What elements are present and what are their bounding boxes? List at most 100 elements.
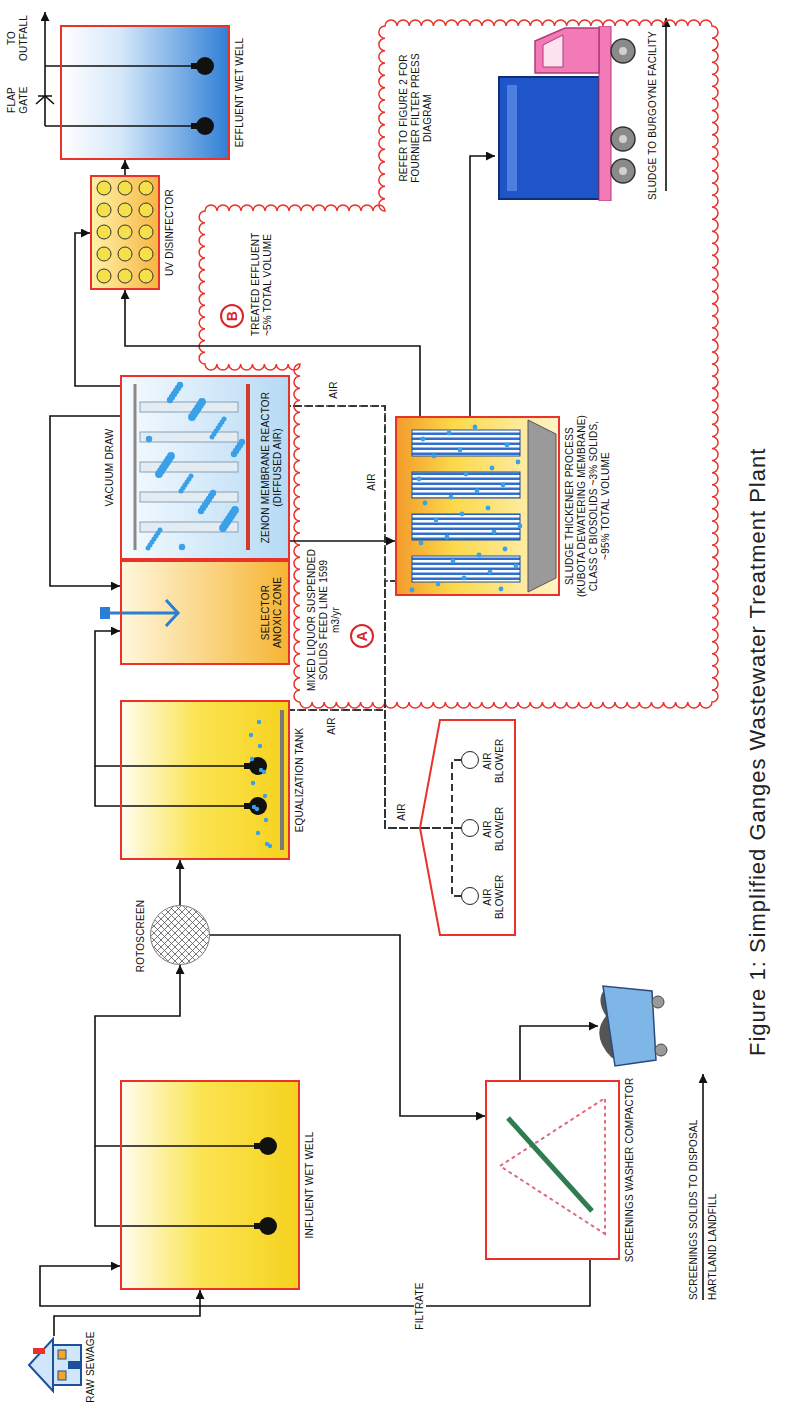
node-label: AIR BLOWER [482,875,506,919]
air-line [290,406,461,828]
wheel-hub [619,167,627,175]
air-bubble [239,439,245,445]
truck-chassis [599,26,611,201]
air-bubble [421,437,426,442]
uv-lamp [97,269,111,283]
air-bubble [231,506,239,514]
tank-fill [121,376,289,559]
pump-symbol [196,117,214,135]
uv-lamp [97,225,111,239]
node-label: ZENON MEMBRANE REACTOR (DIFFUSED AIR) [260,380,284,555]
node-label: RAW SEWAGE [85,1327,97,1407]
air-bubble [503,547,508,552]
air-line [385,581,461,828]
air-bubble [252,805,256,809]
air-bubble [464,472,469,477]
flow-pipe [290,540,395,542]
screw-shaft [508,1118,592,1211]
air-bubble [505,443,510,448]
air-bubble [222,417,227,422]
node-label: INFLUENT WET WELL [304,1080,316,1290]
air-bubble [265,842,269,846]
screw-cone [500,1098,605,1234]
sludge-thickener: SLUDGE THICKENER PROCESS (KUBOTA DEWATER… [395,416,560,596]
air-blower: AIR BLOWER [461,751,479,769]
membrane-panel [412,430,520,456]
truck-icon [495,26,645,201]
wheel-hub [619,47,627,55]
pump-discharge [120,765,252,767]
air-blower: AIR BLOWER [461,887,479,905]
air-bubble [179,544,185,550]
pump-symbol [249,797,267,815]
air-line [385,581,461,828]
callout-letter: A [352,626,372,646]
air-bubble [458,448,463,453]
air-bubble [410,588,415,593]
line-label: TREATED EFFLUENT ~5% TOTAL VOLUME [250,216,274,336]
disposal-arrow [702,1074,704,1300]
note-label: REFER TO FIGURE 2 FOR FOURNIER FILTER PR… [398,32,434,204]
flow-pipe [179,860,181,905]
air-blower: AIR BLOWER [461,819,479,837]
pump-discharge [45,125,198,127]
dumpster-bin [603,986,656,1066]
truck-wheel [611,159,635,183]
mixer-impeller [166,600,178,626]
dumpster-wheel [655,1044,667,1056]
air-bubble [419,541,424,546]
uv-lamp [139,269,153,283]
uv-lamp [139,203,153,217]
flow-pipe [75,233,120,386]
tank-fill [91,176,159,289]
air-bubble [258,744,262,748]
air-bubble [475,489,480,494]
uv-lamp [118,247,132,261]
air-bubble [492,530,497,535]
pump-symbol [249,757,267,775]
air-bubble [189,474,194,479]
node-label: EFFLUENT WET WELL [234,25,246,160]
note-label: FLAP GATE [6,78,30,122]
pump-symbol [259,1137,277,1155]
callout-letter: B [222,306,242,326]
sludge-truck: SLUDGE TO BURGOYNE FACILITY [495,26,645,201]
air-bubble [249,733,253,737]
truck-wheel [611,127,635,151]
flap-gate-symbol [36,96,54,104]
dumpster-wheel [652,996,664,1008]
air-bubble [432,454,437,459]
note-label: SCREENINGS SOLIDS TO DISPOSAL [688,1118,700,1300]
air-bubble [499,587,504,592]
selector-tank: SELECTOR ANOXIC ZONE [120,560,290,665]
callout-circle: B [220,304,244,328]
truck-wheel [611,39,635,63]
truck-window [543,35,563,67]
uv-lamp [97,203,111,217]
air-bubble [198,398,206,406]
uv-lamp [139,247,153,261]
air-bubble [449,495,454,500]
air-bubble [460,512,465,517]
uv-lamp [139,225,153,239]
flow-pipe [95,965,180,1146]
pump-discharge [120,1145,262,1147]
wheel-hub [619,135,627,143]
effluent-wet-well: EFFLUENT WET WELL [60,25,230,160]
air-bubble [146,436,152,442]
solids-chute [520,1026,598,1080]
air-line [290,710,461,896]
house-chimney [33,1348,45,1354]
air-line [385,581,461,896]
node-label: AIR BLOWER [482,739,506,783]
compactor-box: SCREENINGS WASHER COMPACTOR [485,1080,620,1260]
note-label: AIR [366,470,378,494]
diffuser-bar [246,384,250,550]
flow-pipe [50,416,120,586]
air-bubble [158,528,163,533]
air-line [290,406,461,896]
flow-pipe [124,160,126,175]
diffuser-bar [280,710,284,850]
note-label: AIR [328,378,340,402]
uv-lamp [97,247,111,261]
